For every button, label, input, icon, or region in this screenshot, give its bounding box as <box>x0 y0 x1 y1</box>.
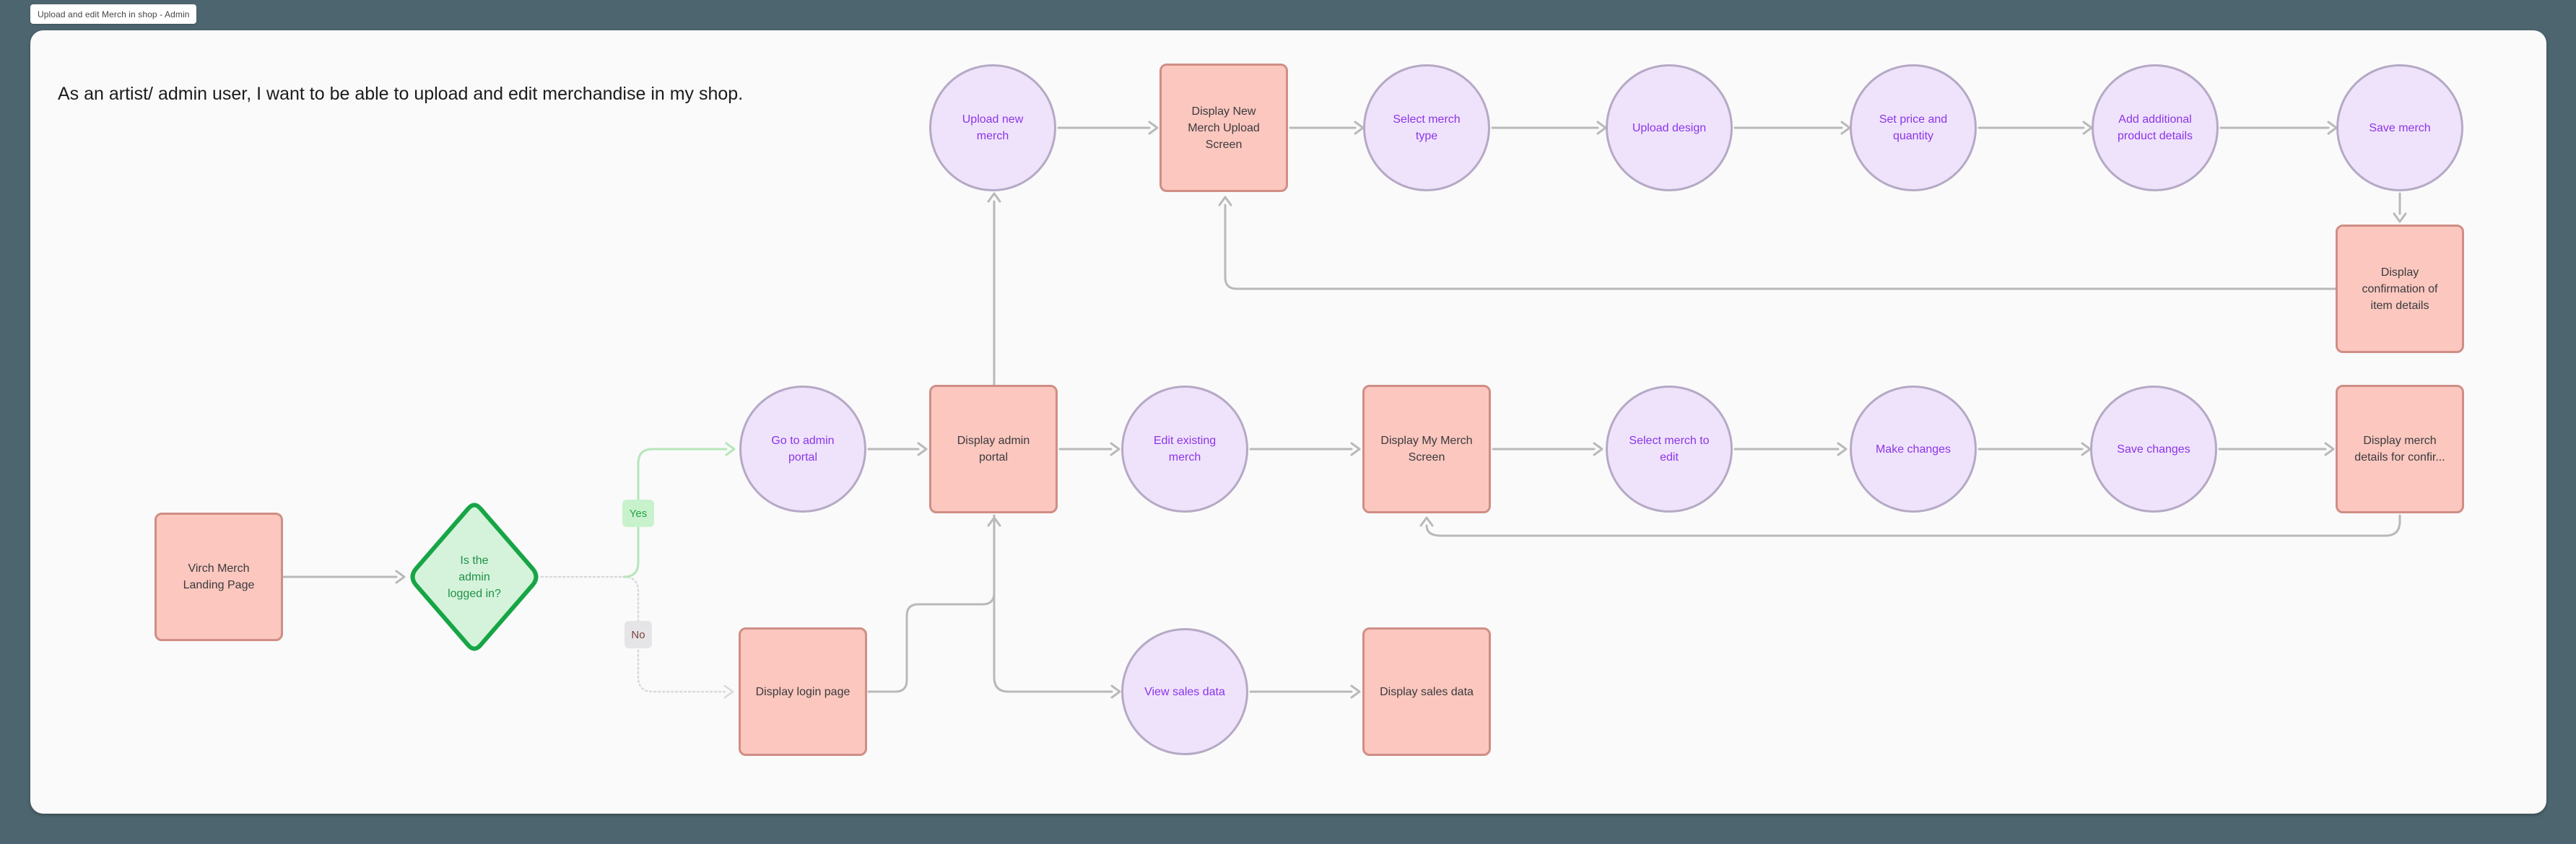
node-save-changes[interactable]: Save changes <box>2090 386 2217 513</box>
edge-set-price-to-add-details[interactable] <box>1977 121 2093 135</box>
node-save-merch[interactable]: Save merch <box>2336 64 2463 191</box>
node-go-to-admin-portal[interactable]: Go to admin portal <box>739 386 866 513</box>
branch-label-yes[interactable]: Yes <box>622 500 654 527</box>
node-view-sales-data[interactable]: View sales data <box>1121 628 1248 755</box>
edge-display-login-page-to-display-admin-portal[interactable] <box>867 516 1001 693</box>
board-tab-title: Upload and edit Merch in shop - Admin <box>38 9 190 19</box>
edge-landing-to-decision[interactable] <box>282 570 406 584</box>
edge-save-merch-to-confirmation[interactable] <box>2393 192 2407 223</box>
node-is-admin-logged-in-label[interactable]: Is the admin logged in? <box>448 554 501 600</box>
node-display-confirmation-of-item-details[interactable]: Display confirmation of item details <box>2336 225 2464 353</box>
edge-display-admin-portal-to-view-sales-data[interactable] <box>993 514 1121 699</box>
edge-display-my-merch-screen-to-select-merch-to-edit[interactable] <box>1492 442 1604 456</box>
node-virch-merch-landing-page[interactable]: Virch Merch Landing Page <box>155 513 283 641</box>
edge-decision-yes-to-go-to-admin-portal[interactable] <box>622 442 736 578</box>
edge-select-merch-type-to-upload-design[interactable] <box>1491 121 1607 135</box>
edge-go-to-admin-portal-to-display-admin-portal[interactable] <box>867 442 928 456</box>
edge-upload-screen-to-select-merch-type[interactable] <box>1289 121 1365 135</box>
node-edit-existing-merch[interactable]: Edit existing merch <box>1121 386 1248 513</box>
edge-view-sales-data-to-display-sales-data[interactable] <box>1249 684 1361 699</box>
node-display-new-merch-upload-screen[interactable]: Display New Merch Upload Screen <box>1159 64 1288 192</box>
branch-label-no[interactable]: No <box>625 621 652 648</box>
node-make-changes[interactable]: Make changes <box>1850 386 1977 513</box>
edge-select-merch-to-edit-to-make-changes[interactable] <box>1733 442 1848 456</box>
edge-decision-no-to-display-login-page[interactable] <box>622 575 734 699</box>
board-tab[interactable]: Upload and edit Merch in shop - Admin <box>30 4 197 24</box>
user-story-text: As an artist/ admin user, I want to be a… <box>58 84 744 104</box>
node-display-merch-details-for-confirmation[interactable]: Display merch details for confir... <box>2336 385 2464 513</box>
edge-make-changes-to-save-changes[interactable] <box>1977 442 2092 456</box>
edge-display-admin-portal-to-edit-existing-merch[interactable] <box>1058 442 1121 456</box>
edge-confirmation-back-to-upload-screen[interactable] <box>1218 196 2337 290</box>
edge-edit-existing-merch-to-display-my-merch-screen[interactable] <box>1249 442 1361 456</box>
node-display-sales-data[interactable]: Display sales data <box>1362 627 1491 756</box>
node-upload-new-merch[interactable]: Upload new merch <box>929 64 1056 191</box>
edge-save-changes-to-display-merch-details[interactable] <box>2218 442 2335 456</box>
node-upload-design[interactable]: Upload design <box>1606 64 1733 191</box>
node-display-login-page[interactable]: Display login page <box>739 627 867 756</box>
node-select-merch-type[interactable]: Select merch type <box>1363 64 1490 191</box>
edge-upload-design-to-set-price[interactable] <box>1733 121 1851 135</box>
node-set-price-and-quantity[interactable]: Set price and quantity <box>1850 64 1977 191</box>
edge-merch-details-back-to-my-merch-screen[interactable] <box>1419 514 2401 537</box>
node-display-admin-portal[interactable]: Display admin portal <box>929 385 1058 513</box>
node-select-merch-to-edit[interactable]: Select merch to edit <box>1606 386 1733 513</box>
node-add-additional-product-details[interactable]: Add additional product details <box>2092 64 2219 191</box>
decision-diamond-shape[interactable] <box>410 503 539 651</box>
node-display-my-merch-screen[interactable]: Display My Merch Screen <box>1362 385 1491 513</box>
edge-upload-new-merch-to-upload-screen[interactable] <box>1057 121 1159 135</box>
edge-add-details-to-save-merch[interactable] <box>2219 121 2338 135</box>
edge-display-admin-portal-to-upload-new-merch[interactable] <box>987 192 1001 386</box>
